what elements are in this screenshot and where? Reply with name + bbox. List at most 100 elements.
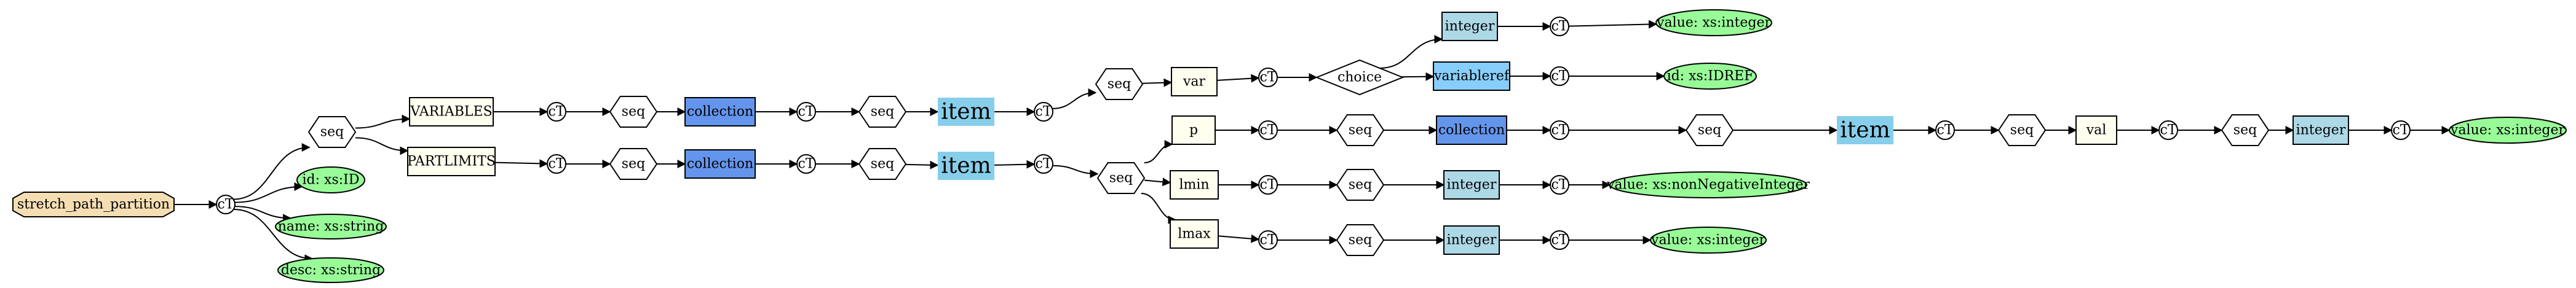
node-label-ct11: cT bbox=[1552, 123, 1568, 138]
node-label-seq10: seq bbox=[2233, 123, 2257, 138]
node-label-item2: item bbox=[941, 154, 991, 179]
node-shape-seq9 bbox=[1997, 114, 2047, 146]
edge-ct0-to-desc_attr bbox=[233, 208, 314, 263]
node-shape-seq0 bbox=[307, 116, 357, 148]
node-shape-seq10 bbox=[2221, 114, 2270, 146]
node-label-var: var bbox=[1183, 74, 1206, 90]
node-integer4: integer bbox=[1443, 225, 1500, 255]
node-ct0: cT bbox=[216, 195, 236, 214]
edge-ct0-to-id_attr bbox=[234, 182, 303, 203]
node-root: stretch_path_partition bbox=[12, 192, 175, 217]
edge-seq6-to-lmin bbox=[1144, 177, 1171, 187]
node-seq5: seq bbox=[858, 148, 907, 180]
node-label-coll2: collection bbox=[687, 157, 753, 172]
node-shape-ct15 bbox=[1258, 175, 1278, 195]
node-seq4: seq bbox=[609, 148, 658, 180]
node-shape-id_attr bbox=[296, 166, 365, 193]
node-ct5: cT bbox=[1550, 17, 1569, 36]
node-shape-val_int2 bbox=[2449, 117, 2567, 144]
node-label-val_int2: value: xs:integer bbox=[2450, 123, 2565, 138]
node-ct2: cT bbox=[796, 102, 816, 122]
node-val_int1: value: xs:integer bbox=[1655, 9, 1772, 36]
node-seq3: seq bbox=[1095, 68, 1144, 100]
node-ct10: cT bbox=[1258, 120, 1278, 140]
node-shape-ct3 bbox=[1034, 102, 1053, 122]
node-ct11: cT bbox=[1550, 120, 1569, 140]
edge-seq6-to-lmax bbox=[1141, 193, 1177, 224]
node-label-lmin: lmin bbox=[1179, 177, 1209, 193]
node-label-integer4: integer bbox=[1447, 233, 1497, 248]
node-shape-seq1 bbox=[609, 96, 658, 128]
node-label-val_int1: value: xs:integer bbox=[1656, 15, 1771, 31]
node-seq12: seq bbox=[1336, 224, 1385, 256]
node-shape-root bbox=[12, 192, 175, 217]
node-label-ct8: cT bbox=[798, 157, 815, 172]
node-shape-ct12 bbox=[1935, 120, 1955, 140]
node-shape-lmax bbox=[1170, 219, 1219, 249]
node-label-ct2: cT bbox=[798, 104, 815, 120]
node-shape-p bbox=[1171, 115, 1216, 145]
node-label-desc_attr: desc: xs:string bbox=[281, 263, 381, 278]
node-ct1: cT bbox=[547, 102, 566, 122]
edge-seq0-to-partlimits bbox=[355, 137, 409, 155]
node-shape-ct4 bbox=[1258, 68, 1278, 87]
node-ct8: cT bbox=[796, 154, 816, 174]
node-shape-ct14 bbox=[2391, 120, 2411, 140]
node-label-ct13: cT bbox=[2160, 123, 2177, 138]
node-shape-id_ref bbox=[1663, 63, 1757, 90]
node-shape-seq2 bbox=[858, 96, 907, 128]
node-shape-name_attr bbox=[275, 214, 387, 239]
node-shape-item2 bbox=[938, 152, 994, 180]
node-integer3: integer bbox=[1443, 170, 1500, 200]
node-id_ref: id: xs:IDREF bbox=[1663, 63, 1757, 90]
node-label-seq9: seq bbox=[2010, 123, 2034, 138]
node-ct15: cT bbox=[1258, 175, 1278, 195]
node-var: var bbox=[1171, 67, 1218, 96]
node-coll2: collection bbox=[684, 149, 756, 179]
node-seq8: seq bbox=[1685, 114, 1734, 146]
node-label-seq2: seq bbox=[871, 104, 894, 120]
node-shape-val_int3 bbox=[1650, 227, 1767, 254]
node-label-seq7: seq bbox=[1349, 123, 1372, 138]
node-shape-seq12 bbox=[1336, 224, 1385, 256]
node-label-seq1: seq bbox=[622, 104, 645, 120]
node-shape-ct2 bbox=[796, 102, 816, 122]
node-ct14: cT bbox=[2391, 120, 2411, 140]
node-item1: item bbox=[938, 98, 994, 126]
edge-ct9-to-seq6 bbox=[1052, 165, 1099, 179]
node-label-ct6: cT bbox=[1552, 69, 1568, 84]
node-shape-ct8 bbox=[796, 154, 816, 174]
node-label-seq5: seq bbox=[871, 157, 894, 172]
node-ct17: cT bbox=[1258, 230, 1278, 250]
node-label-val_int3: value: xs:integer bbox=[1651, 233, 1766, 248]
node-shape-integer3 bbox=[1443, 170, 1500, 200]
edge-seq6-to-p bbox=[1144, 140, 1173, 163]
node-seq6: seq bbox=[1096, 162, 1146, 194]
node-label-partlimits: PARTLIMITS bbox=[407, 154, 496, 169]
node-id_attr: id: xs:ID bbox=[296, 166, 365, 193]
edge-ct5-to-val_int1 bbox=[1568, 20, 1657, 29]
node-label-ct3: cT bbox=[1036, 104, 1052, 120]
node-label-root: stretch_path_partition bbox=[17, 197, 170, 212]
node-ct9: cT bbox=[1034, 154, 1053, 174]
node-ct16: cT bbox=[1550, 175, 1569, 195]
node-label-varref: variableref bbox=[1433, 69, 1510, 84]
node-shape-ct10 bbox=[1258, 120, 1278, 140]
edge-choice-to-integer1 bbox=[1379, 34, 1443, 69]
node-shape-ct11 bbox=[1550, 120, 1569, 140]
node-label-seq4: seq bbox=[622, 157, 645, 172]
node-shape-seq6 bbox=[1096, 162, 1146, 194]
node-shape-ct6 bbox=[1550, 66, 1569, 86]
node-shape-seq7 bbox=[1336, 114, 1385, 146]
node-seq2: seq bbox=[858, 96, 907, 128]
node-label-val_el: val bbox=[2086, 123, 2107, 138]
node-lmax: lmax bbox=[1170, 219, 1219, 249]
node-integer1: integer bbox=[1441, 12, 1498, 41]
node-label-ct10: cT bbox=[1260, 123, 1277, 138]
edge-seq0-to-variables bbox=[355, 114, 411, 129]
node-name_attr: name: xs:string bbox=[275, 214, 387, 239]
node-label-val_nonneg: value: xs:nonNegativeInteger bbox=[1606, 177, 1810, 193]
node-label-ct7: cT bbox=[549, 157, 565, 172]
node-label-name_attr: name: xs:string bbox=[278, 219, 384, 235]
